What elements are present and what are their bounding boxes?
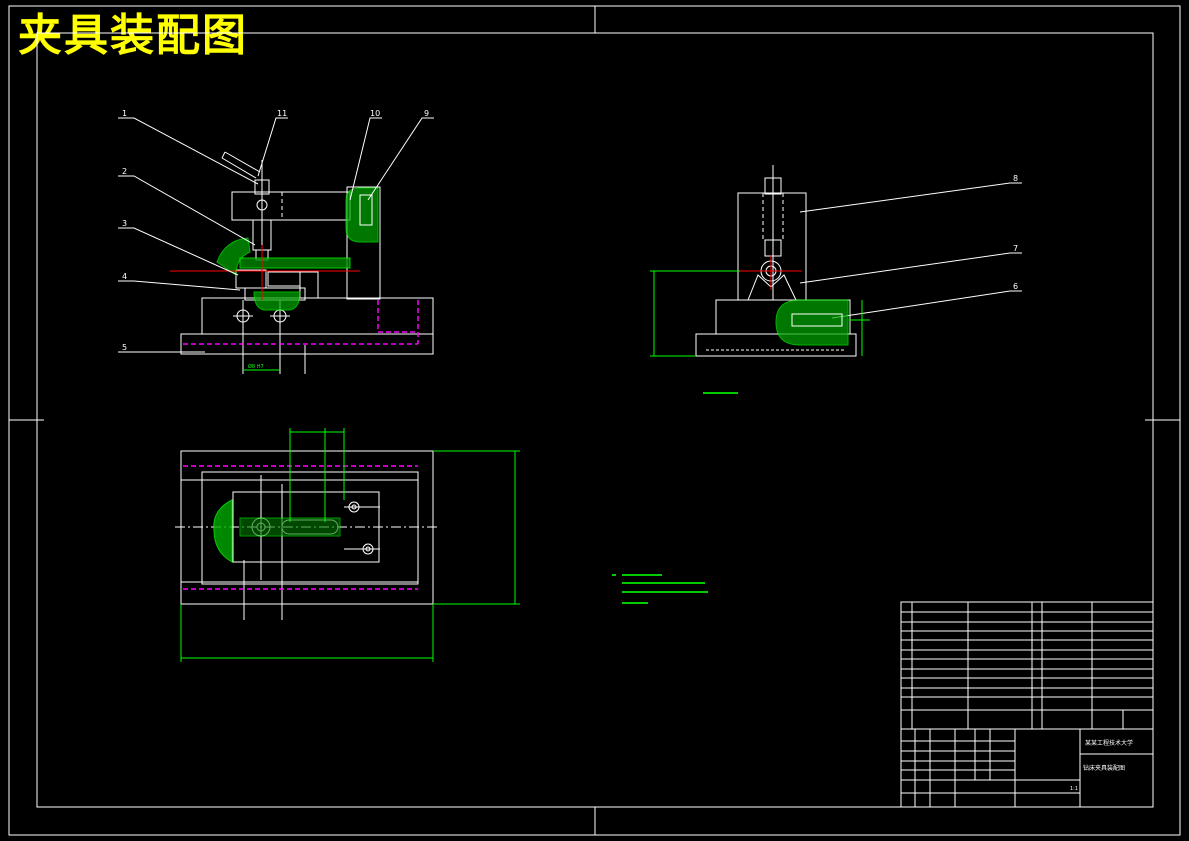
balloon-3: 3 — [122, 219, 127, 228]
top-view-hidden — [183, 465, 418, 590]
balloon-11: 11 — [277, 109, 287, 118]
svg-text:Ø8 H7: Ø8 H7 — [248, 363, 264, 370]
front-view-centerlines — [170, 245, 360, 300]
balloon-5: 5 — [122, 343, 127, 352]
title-block-text: 某某工程技术大学 钻床夹具装配图 1:1 — [1070, 739, 1133, 792]
side-view-sections — [775, 299, 849, 346]
balloon-1: 1 — [122, 109, 127, 118]
title-block — [900, 601, 1154, 808]
top-view-sections — [213, 499, 341, 563]
balloon-9: 9 — [424, 109, 429, 118]
title-block-scale: 1:1 — [1070, 786, 1078, 792]
technical-notes — [612, 392, 738, 604]
balloon-10: 10 — [370, 109, 380, 118]
side-view — [695, 165, 857, 357]
drawing-title: 夹具装配图 — [18, 10, 248, 61]
front-view-dimension: Ø8 H7 — [243, 363, 280, 371]
balloon-labels: 1 2 3 4 5 11 10 9 8 7 6 — [122, 109, 1018, 352]
balloon-4: 4 — [122, 272, 127, 281]
balloon-2: 2 — [122, 167, 127, 176]
side-view-centerlines — [740, 255, 802, 290]
title-block-school: 某某工程技术大学 — [1085, 739, 1133, 747]
side-view-dimensions — [650, 270, 870, 357]
drawing-frame — [8, 5, 1181, 836]
top-view-dimensions — [180, 428, 520, 662]
balloon-8: 8 — [1013, 174, 1018, 183]
front-view-hidden — [183, 300, 419, 345]
balloon-7: 7 — [1013, 244, 1018, 253]
front-view-sections — [216, 187, 379, 311]
leader-lines — [118, 117, 1022, 353]
title-block-drawing-name: 钻床夹具装配图 — [1083, 764, 1125, 772]
front-view — [180, 151, 434, 374]
balloon-6: 6 — [1013, 282, 1018, 291]
